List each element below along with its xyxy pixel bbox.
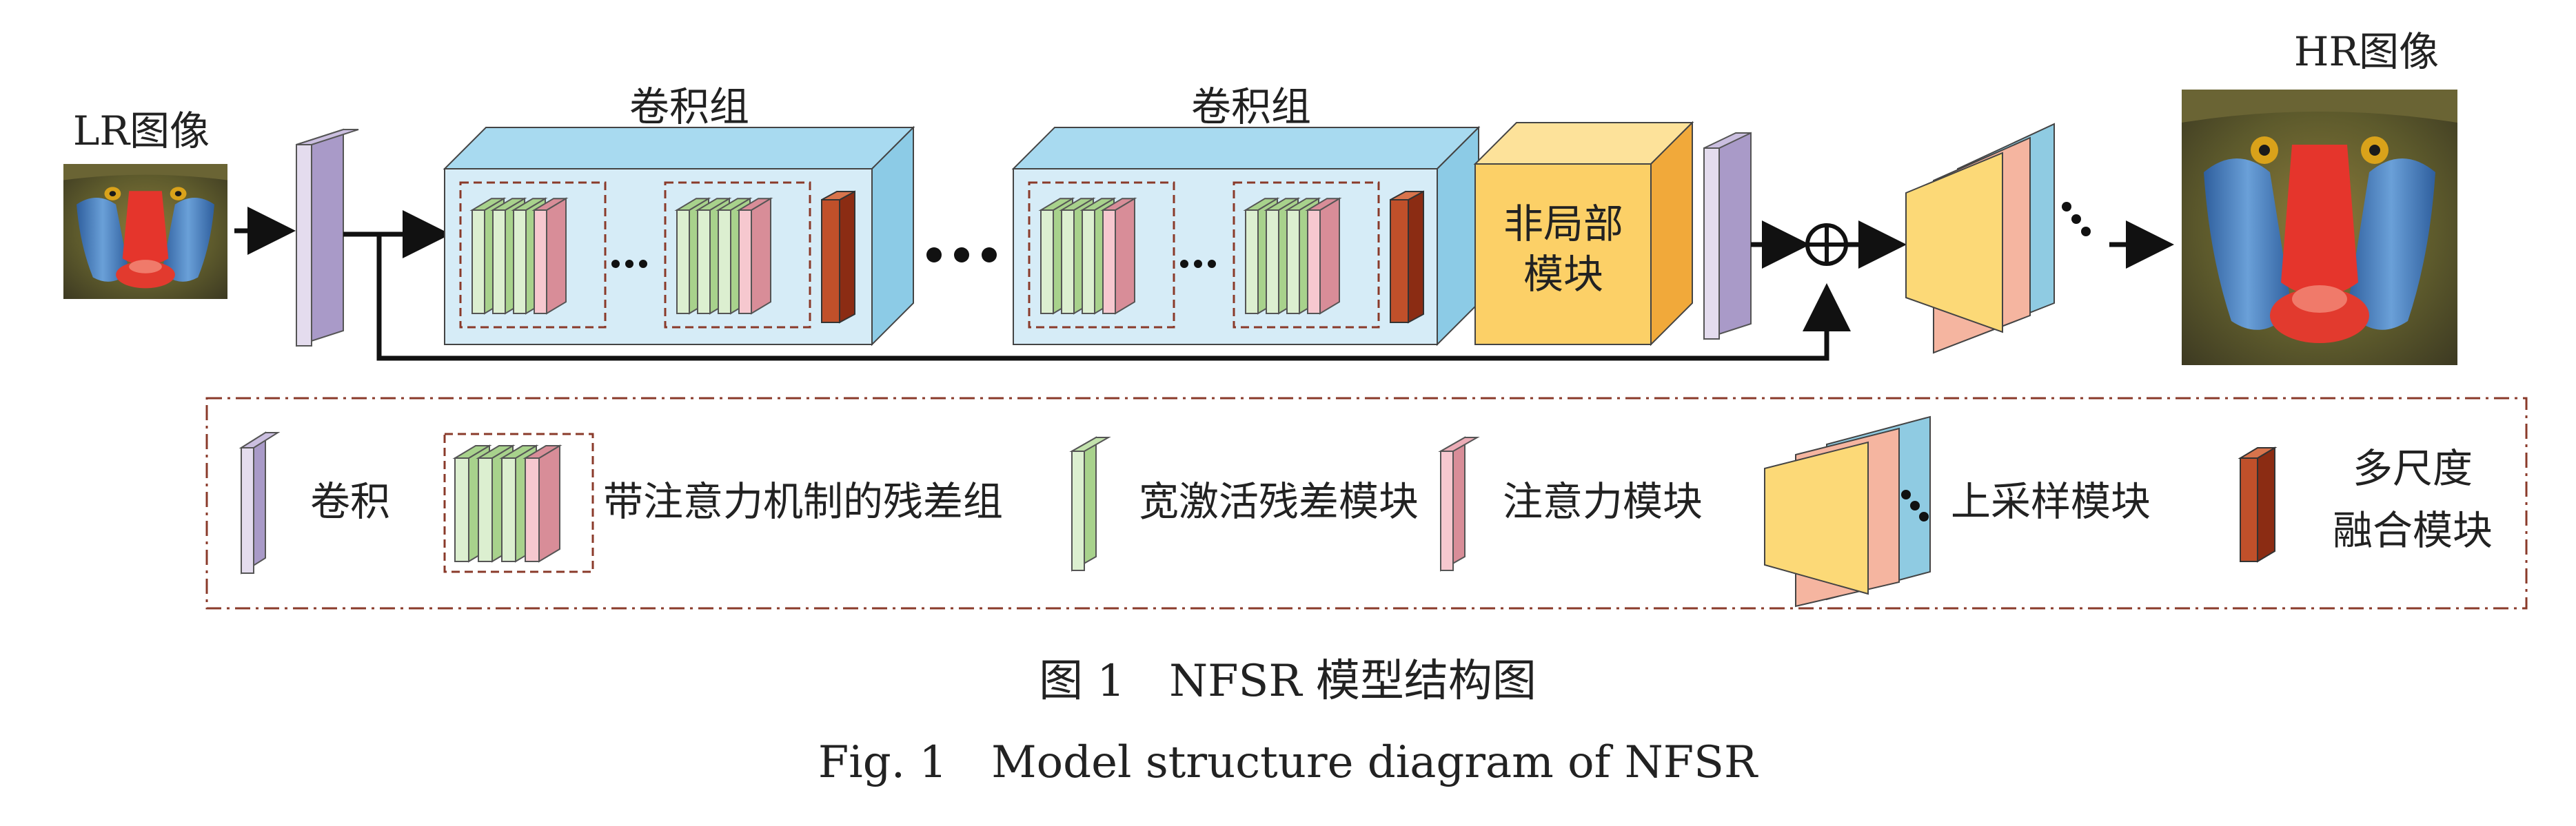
legend-upsample-label: 上采样模块	[1951, 478, 2151, 525]
group-1-fusion-block	[821, 190, 855, 324]
conv-group-1-label: 卷积组	[629, 83, 749, 130]
caption-zh: 图 1 NFSR 模型结构图	[1039, 656, 1537, 707]
hr-image-label: HR图像	[2294, 28, 2439, 75]
nonlocal-label-line2: 模块	[1523, 251, 1603, 298]
legend-wide-activation-label: 宽激活残差模块	[1139, 478, 1419, 525]
upsample-module	[1905, 123, 2091, 354]
conv-group-2-label: 卷积组	[1191, 83, 1311, 130]
mandrill-lr-image	[63, 164, 227, 299]
attention-block	[531, 197, 569, 315]
legend-fusion-label-line2: 融合模块	[2333, 507, 2493, 554]
legend-upsample-swatch	[1764, 415, 1931, 608]
group-1-residual-a	[469, 197, 569, 315]
legend-fusion-swatch	[2238, 446, 2278, 563]
legend-conv-label: 卷积	[310, 478, 390, 525]
legend-residual-group-swatch	[443, 433, 594, 573]
legend-attention-swatch	[1438, 436, 1480, 572]
legend-residual-group-label: 带注意力机制的残差组	[603, 478, 1003, 525]
legend-fusion-label-line1: 多尺度	[2353, 445, 2473, 492]
legend-box	[205, 397, 2528, 610]
legend-residual-group-blocks	[452, 444, 562, 563]
last-conv-block	[1703, 132, 1752, 340]
legend-wide-activation-swatch	[1069, 436, 1111, 572]
attention-block	[1305, 197, 1342, 315]
legend-attention-label: 注意力模块	[1503, 478, 1703, 525]
group-2-fusion-block	[1390, 190, 1424, 324]
group-2-residual-b	[1243, 197, 1342, 315]
attention-block	[736, 197, 773, 315]
group-1-residual-b	[674, 197, 773, 315]
caption-en: Fig. 1 Model structure diagram of NFSR	[818, 737, 1758, 788]
nonlocal-label-line1: 非局部	[1503, 200, 1623, 247]
ellipsis-icon	[926, 247, 997, 262]
skip-connection	[376, 234, 1851, 361]
first-conv-block	[296, 128, 359, 347]
group-2-residual-a	[1038, 197, 1137, 315]
nonlocal-module	[1473, 121, 1694, 347]
mandrill-hr-image	[2182, 90, 2457, 365]
ellipsis-icon	[1180, 260, 1216, 268]
plus-circle-icon	[1805, 223, 1848, 266]
attention-block	[1100, 197, 1137, 315]
attention-block	[523, 444, 562, 563]
lr-image-label: LR图像	[73, 107, 210, 154]
legend-conv-swatch	[239, 431, 281, 575]
ellipsis-icon	[611, 260, 647, 268]
